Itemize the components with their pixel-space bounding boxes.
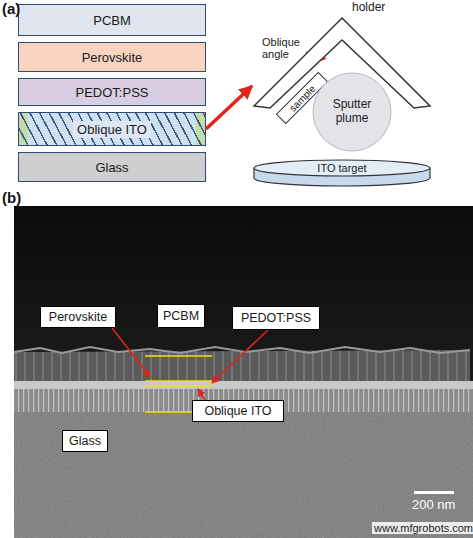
panel-letter: (a) xyxy=(2,1,20,18)
plume-label: Sputter plume xyxy=(321,98,383,126)
layer-band: PCBM xyxy=(18,4,206,36)
layer-name: Glass xyxy=(95,160,128,175)
callout-box: Oblique ITO xyxy=(192,400,284,422)
connector-arrow xyxy=(206,86,252,129)
scale-label: 200 nm xyxy=(412,498,455,512)
layer-band: Glass xyxy=(18,152,206,182)
layer-name: Perovskite xyxy=(82,50,143,65)
callout-label: Perovskite xyxy=(49,311,107,324)
panel-letter: (b) xyxy=(2,190,21,207)
callout-label: PCBM xyxy=(163,310,199,323)
layer-band: PEDOT:PSS xyxy=(18,78,206,106)
target-top xyxy=(254,160,430,176)
connector-line xyxy=(206,86,252,129)
layer-name: Oblique ITO xyxy=(73,121,151,138)
callout-label: Glass xyxy=(69,435,101,448)
angle-label: Oblique angle xyxy=(262,36,308,60)
watermark: www.mfgrobots.com xyxy=(372,522,473,534)
scale-bar xyxy=(414,491,454,494)
leader-arrow xyxy=(112,328,268,400)
sem-image xyxy=(14,206,473,538)
hatched-layer: Oblique ITO xyxy=(18,112,206,146)
callout-box: Perovskite xyxy=(40,306,116,328)
callout-box: Glass xyxy=(62,430,108,452)
plume-ellipse xyxy=(313,73,391,151)
layer-name: PCBM xyxy=(93,13,131,28)
callout-box: PEDOT:PSS xyxy=(232,306,320,330)
holder-label: holder xyxy=(352,0,385,14)
layer-name: PEDOT:PSS xyxy=(76,85,149,100)
callout-label: PEDOT:PSS xyxy=(241,312,311,325)
callout-box: PCBM xyxy=(157,304,205,328)
callout-label: Oblique ITO xyxy=(204,405,271,418)
layer-band: Perovskite xyxy=(18,42,206,72)
sputter-plume: Sputter plume xyxy=(312,72,392,152)
target-label: ITO target xyxy=(317,162,366,174)
sputter-target: ITO target xyxy=(252,158,432,188)
